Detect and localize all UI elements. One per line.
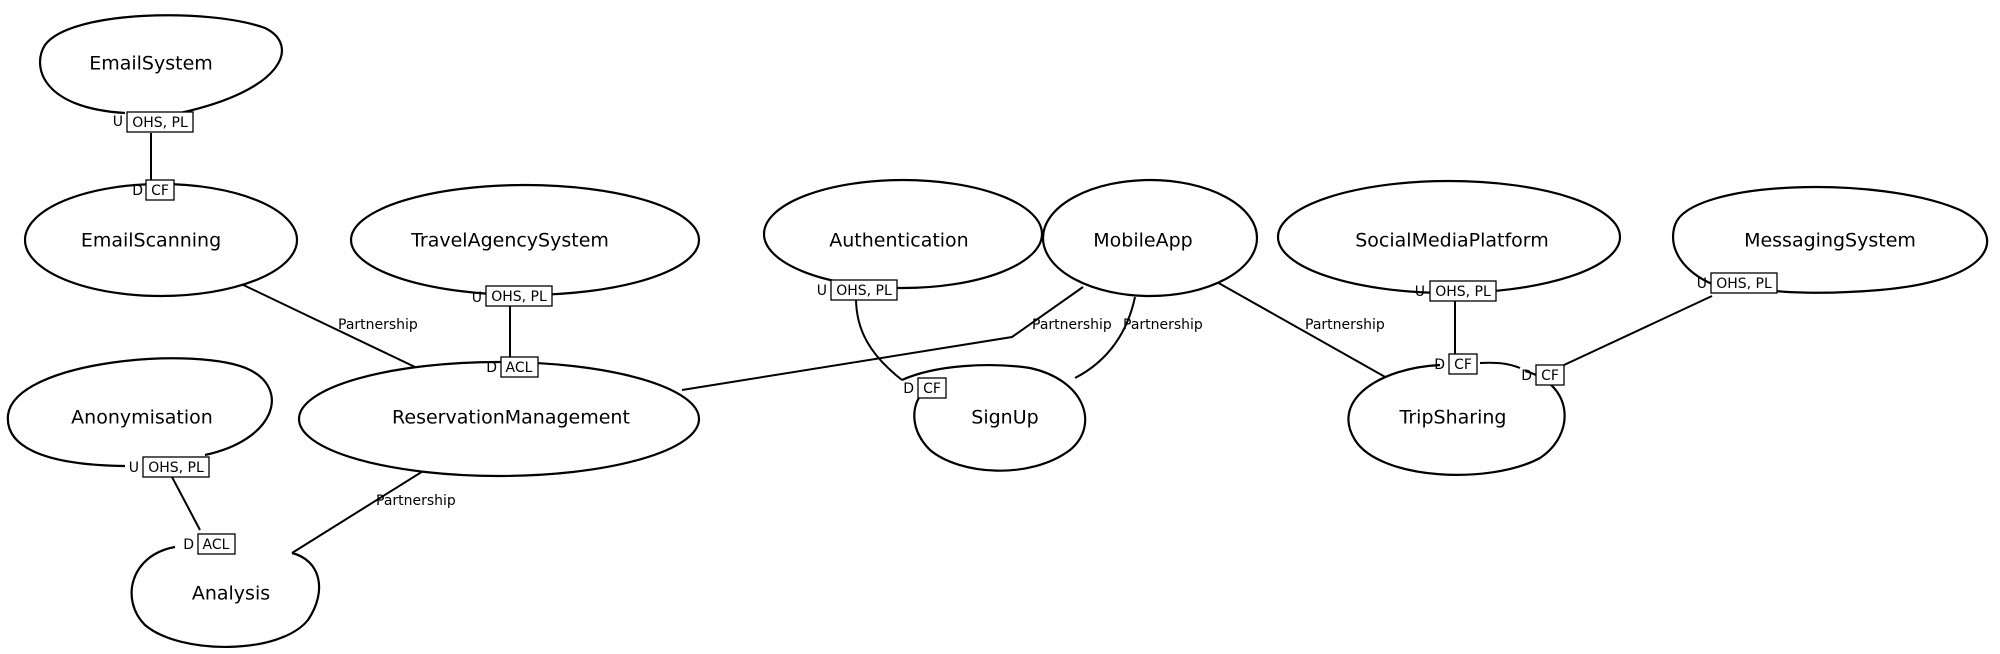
line-authentication-signup (855, 297, 903, 381)
pattern-ohs-pl: OHS, PL (836, 283, 892, 299)
pattern-ohs-pl: OHS, PL (1716, 276, 1772, 292)
context-name-socialmediaplatform: SocialMediaPlatform (1355, 230, 1549, 252)
pattern-cf: CF (1454, 357, 1472, 373)
context-authentication[interactable]: Authentication (762, 178, 1044, 290)
downstream-letter: D (1434, 357, 1445, 373)
line-mobileapp-tripsharing (1214, 280, 1388, 379)
context-tripsharing[interactable]: TripSharing (1347, 363, 1566, 476)
context-emailscanning[interactable]: EmailScanning (23, 182, 299, 298)
context-signup[interactable]: SignUp (901, 364, 1087, 472)
badge-travelagency-upstream: U OHS, PL (472, 285, 553, 307)
downstream-letter: D (1521, 368, 1532, 384)
line-reservationmanagement-mobileapp (681, 286, 1084, 391)
context-name-authentication: Authentication (829, 230, 968, 252)
pattern-cf: CF (923, 381, 941, 397)
badge-reservation-downstream: D ACL (486, 356, 539, 378)
badge-tripsharing-downstream-social: D CF (1434, 353, 1478, 375)
line-tripsharing-cf-stub (1479, 361, 1521, 369)
line-anonymisation-analysis (171, 476, 201, 531)
partnership-label-reservation-mobileapp: Partnership (1032, 317, 1112, 333)
pattern-acl: ACL (506, 360, 533, 376)
context-analysis[interactable]: Analysis (130, 545, 321, 648)
context-socialmediaplatform[interactable]: SocialMediaPlatform (1276, 179, 1622, 295)
partnership-label-emailscanning-reservation: Partnership (338, 317, 418, 333)
badge-messaging-upstream: U OHS, PL (1697, 272, 1778, 294)
context-messagingsystem[interactable]: MessagingSystem (1672, 185, 1989, 294)
relationship-lines (150, 133, 1713, 554)
pattern-ohs-pl: OHS, PL (491, 289, 547, 305)
context-name-signup: SignUp (971, 407, 1038, 429)
downstream-letter: D (486, 360, 497, 376)
line-reservationmanagement-analysis (291, 467, 429, 554)
downstream-letter: D (183, 537, 194, 553)
upstream-letter: U (817, 283, 827, 299)
partnership-label-mobileapp-tripsharing: Partnership (1305, 317, 1385, 333)
badge-anonymisation-upstream: U OHS, PL (129, 456, 210, 478)
context-mobileapp[interactable]: MobileApp (1041, 178, 1259, 298)
line-emailscanning-reservationmanagement (234, 280, 416, 368)
badge-analysis-downstream: D ACL (183, 533, 236, 555)
pattern-ohs-pl: OHS, PL (148, 460, 204, 476)
context-name-emailscanning: EmailScanning (81, 230, 221, 252)
bounded-contexts: EmailSystem EmailScanning TravelAgencySy… (6, 14, 1989, 648)
context-travelagencysystem[interactable]: TravelAgencySystem (349, 183, 701, 297)
context-name-tripsharing: TripSharing (1399, 407, 1507, 429)
downstream-letter: D (903, 381, 914, 397)
upstream-letter: U (1415, 284, 1425, 300)
context-reservationmanagement[interactable]: ReservationManagement (297, 360, 701, 478)
upstream-letter: U (113, 114, 123, 130)
context-name-reservationmanagement: ReservationManagement (392, 407, 630, 429)
downstream-letter: D (132, 183, 143, 199)
badge-signup-downstream: D CF (903, 377, 947, 399)
context-name-anonymisation: Anonymisation (71, 407, 213, 429)
pattern-acl: ACL (203, 537, 230, 553)
context-name-emailsystem: EmailSystem (89, 53, 213, 75)
badge-emailsystem-upstream: U OHS, PL (113, 111, 194, 133)
badge-tripsharing-downstream-messaging: D CF (1521, 364, 1565, 386)
line-messaging-tripsharing (1563, 295, 1713, 366)
context-name-travelagencysystem: TravelAgencySystem (410, 230, 609, 252)
upstream-letter: U (472, 290, 482, 306)
upstream-letter: U (1697, 276, 1707, 292)
upstream-letter: U (129, 460, 139, 476)
badge-socialmedia-upstream: U OHS, PL (1415, 280, 1497, 302)
context-anonymisation[interactable]: Anonymisation (6, 357, 273, 468)
line-mobileapp-signup (1074, 296, 1136, 379)
badge-authentication-upstream: U OHS, PL (817, 279, 898, 301)
partnership-labels: Partnership Partnership Partnership Part… (338, 317, 1385, 509)
pattern-cf: CF (151, 183, 169, 199)
pattern-badges: U OHS, PL D CF U OHS, PL D ACL U OHS, PL (113, 111, 1778, 555)
context-name-messagingsystem: MessagingSystem (1744, 230, 1916, 252)
context-emailsystem[interactable]: EmailSystem (38, 14, 283, 115)
pattern-cf: CF (1541, 368, 1559, 384)
partnership-label-mobileapp-signup: Partnership (1123, 317, 1203, 333)
badge-emailscanning-downstream: D CF (132, 179, 175, 201)
pattern-ohs-pl: OHS, PL (1435, 284, 1491, 300)
partnership-label-reservation-analysis: Partnership (376, 493, 456, 509)
context-name-mobileapp: MobileApp (1093, 230, 1192, 252)
pattern-ohs-pl: OHS, PL (132, 115, 188, 131)
context-name-analysis: Analysis (192, 583, 270, 605)
